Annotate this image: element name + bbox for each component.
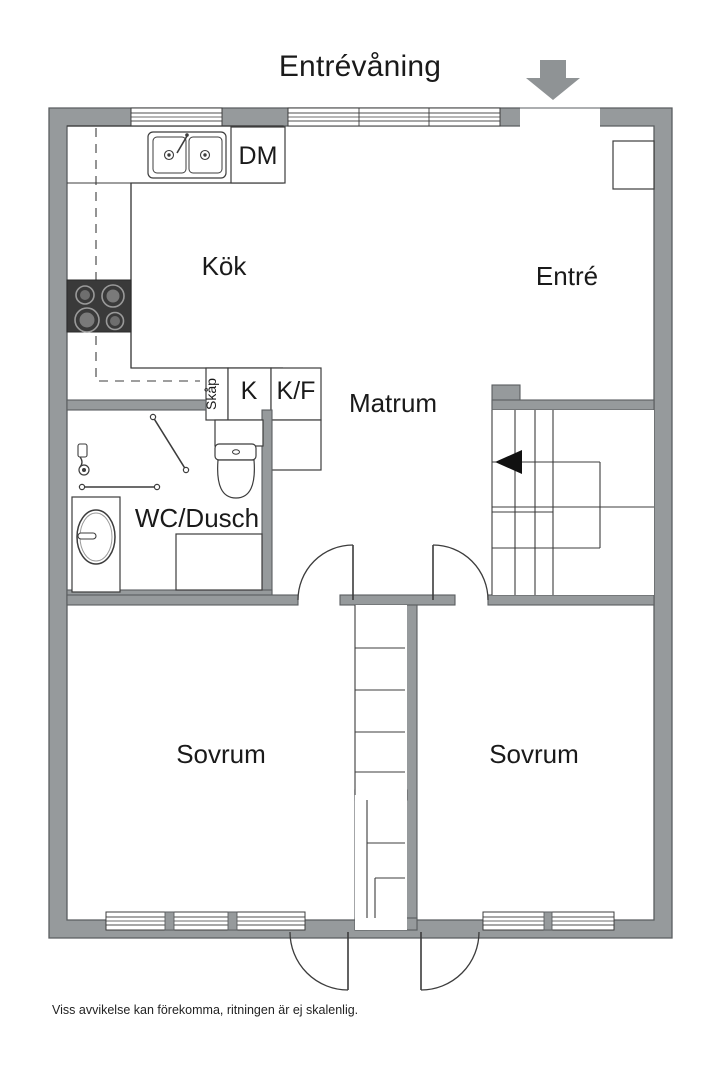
wall-wc-top bbox=[66, 399, 207, 411]
shower-rail bbox=[78, 483, 161, 491]
double-sink-icon bbox=[147, 131, 227, 179]
door-exterior-right bbox=[420, 931, 480, 991]
upper-cabinet-dashed bbox=[95, 128, 200, 382]
window-top-main bbox=[287, 107, 501, 127]
door-exterior-left bbox=[289, 931, 349, 991]
dishwasher-box bbox=[230, 126, 286, 184]
down-arrow-icon bbox=[526, 60, 580, 100]
staircase-lower bbox=[354, 605, 407, 930]
entre-closet bbox=[612, 140, 655, 190]
staircase-main bbox=[491, 410, 654, 595]
left-triangle-icon bbox=[495, 450, 522, 474]
door-bedroom-left bbox=[297, 544, 354, 601]
window-bottom-right bbox=[482, 911, 615, 931]
room-label-sovrum-left: Sovrum bbox=[176, 739, 266, 769]
fixture-label-dm: DM bbox=[239, 142, 278, 170]
fixture-label-skap: Skåp bbox=[203, 378, 219, 410]
page-title: Entrévåning bbox=[278, 50, 442, 83]
wall-stair-nook-top bbox=[491, 399, 655, 411]
room-label-wc-dusch: WC/Dusch bbox=[135, 503, 259, 533]
washbasin-icon bbox=[71, 496, 121, 593]
wall-between-doors bbox=[339, 594, 456, 606]
shower-icon bbox=[77, 443, 90, 476]
room-label-kok: Kök bbox=[202, 251, 248, 281]
room-label-sovrum-right: Sovrum bbox=[489, 739, 579, 769]
window-bottom-left bbox=[105, 911, 306, 931]
shower-screen bbox=[149, 413, 190, 474]
window-top-kitchen bbox=[130, 107, 223, 127]
entrance-opening bbox=[520, 107, 600, 127]
kitchen-counter bbox=[67, 125, 284, 382]
cooktop-icon bbox=[66, 279, 132, 333]
fixture-label-k: K bbox=[241, 377, 258, 405]
room-label-entre: Entré bbox=[536, 261, 598, 291]
wc-dusch-fixtures bbox=[71, 413, 264, 593]
room-label-matrum: Matrum bbox=[349, 388, 437, 418]
fixture-label-kf: K/F bbox=[277, 377, 316, 405]
door-bedroom-right bbox=[432, 544, 489, 601]
shower-tray bbox=[175, 533, 263, 591]
wall-bedroom-right-top bbox=[487, 594, 655, 606]
plan-caption: Viss avvikelse kan förekomma, ritningen … bbox=[52, 1003, 359, 1017]
toilet-icon bbox=[214, 419, 264, 499]
wall-bedroom-left-top bbox=[66, 594, 299, 606]
